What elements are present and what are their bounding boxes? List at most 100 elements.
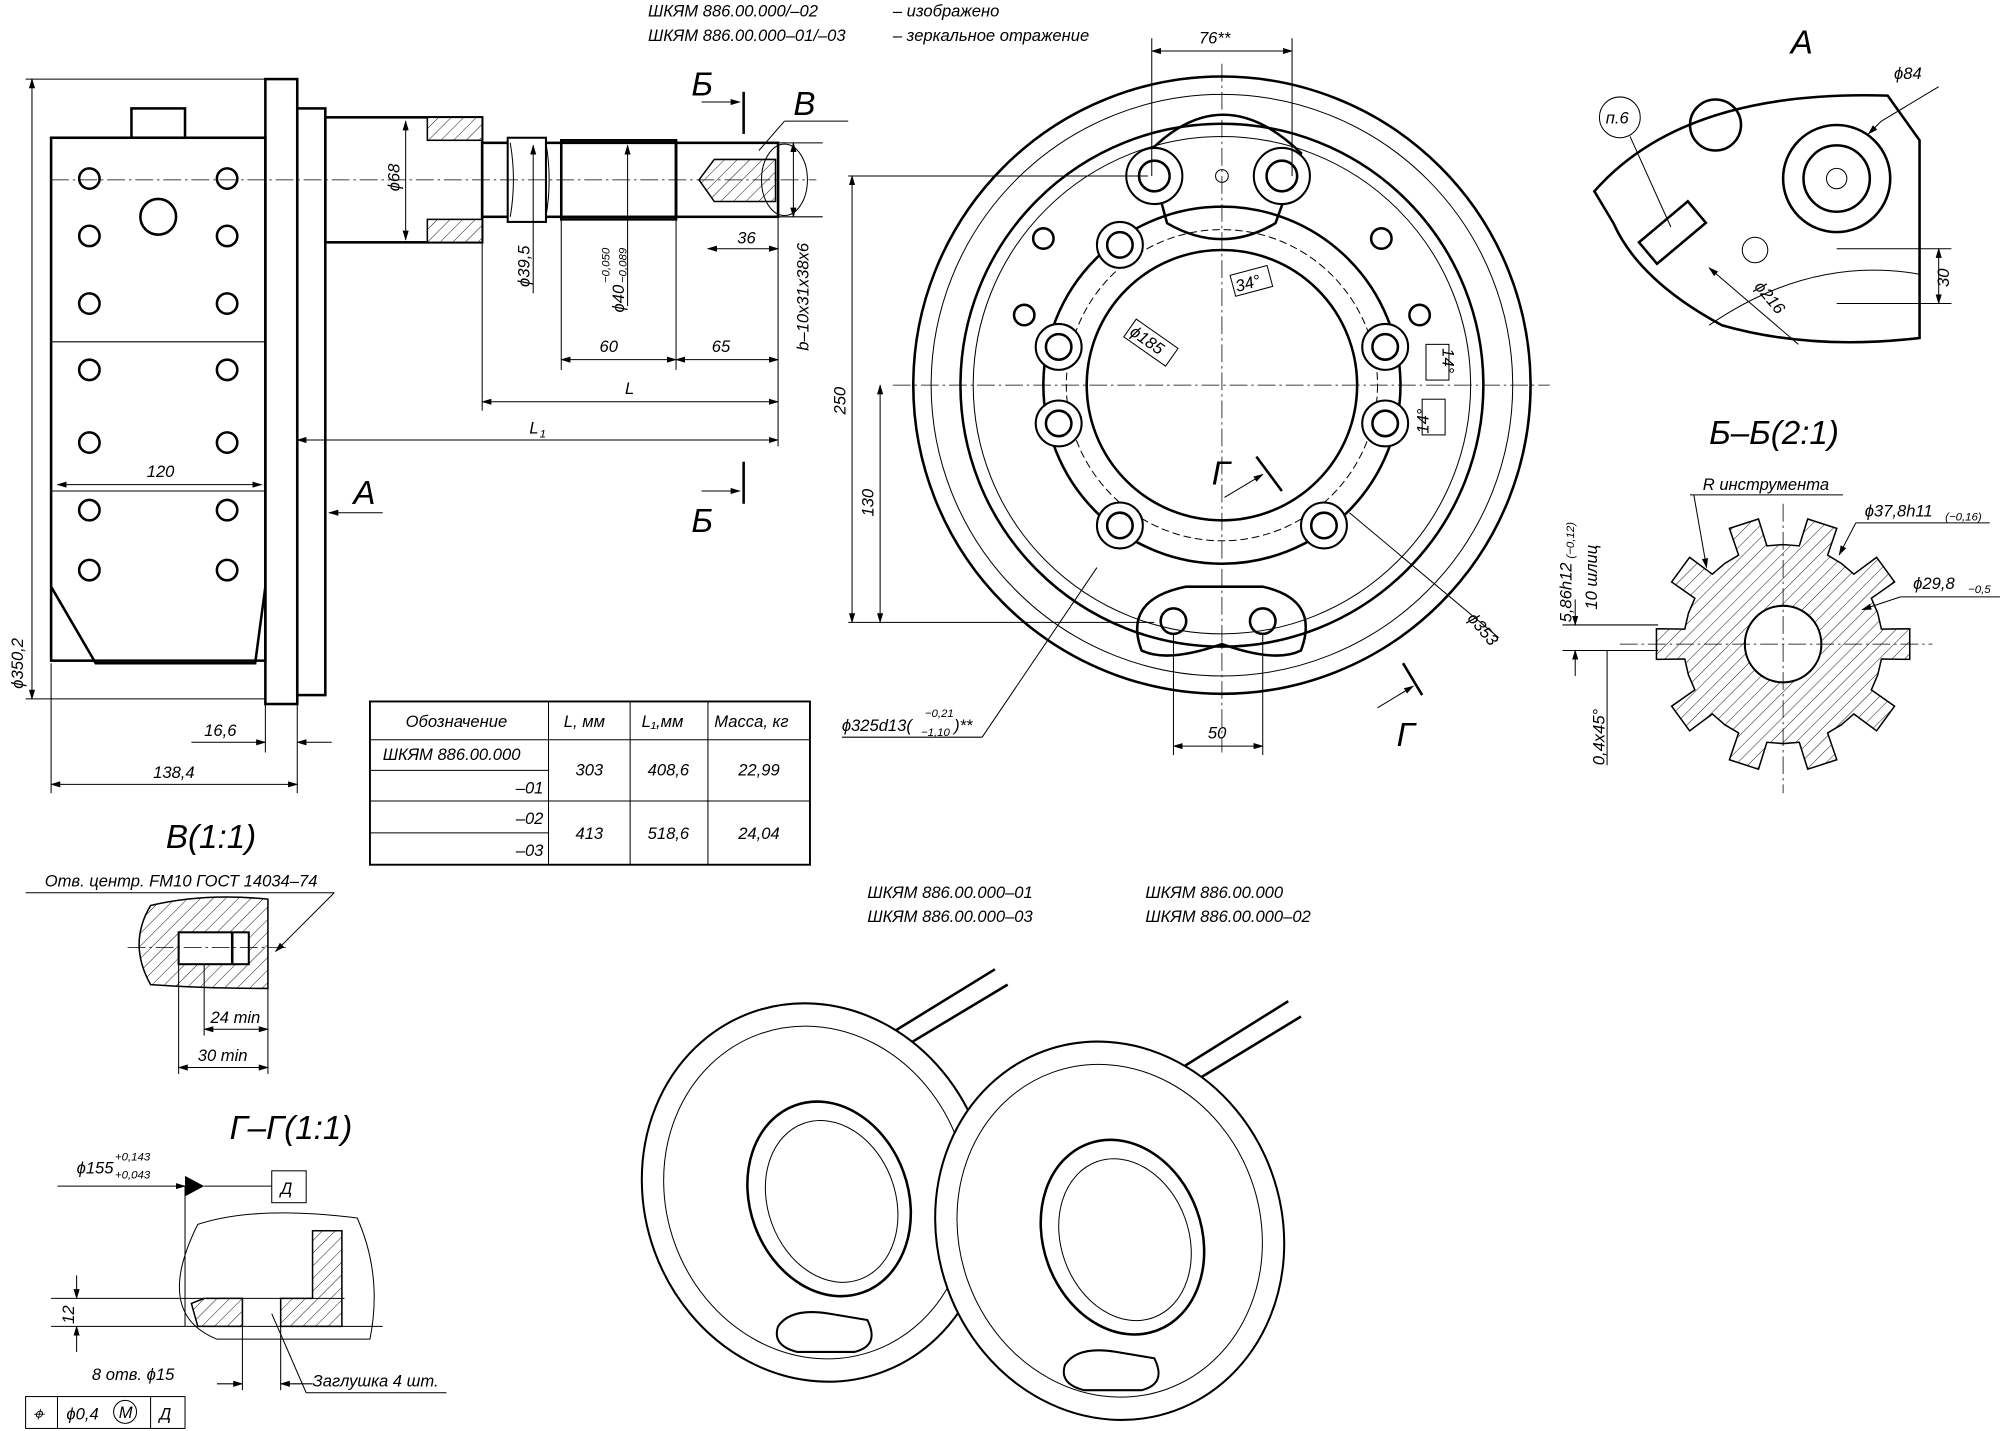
dim-d40: ϕ40 [609, 284, 628, 312]
section-g-mark-bottom: Г [1397, 717, 1418, 754]
dim-d155-lower: +0,043 [115, 1169, 151, 1181]
dim-d40-upper: −0,050 [601, 247, 613, 283]
mounting-hole [77, 558, 101, 582]
angle-34: 34° [1233, 271, 1262, 296]
mounting-hole [215, 224, 239, 248]
side-view: ϕ68 ϕ39,5 ϕ40 −0,050 −0,089 36 60 65 L L… [8, 67, 849, 794]
section-bb: Б–Б(2:1) R инструмента ϕ37,8h11 (−0,16) … [1556, 415, 2000, 794]
dim-d353: ϕ353 [1464, 609, 1503, 650]
dim-d325-tail: )** [952, 716, 973, 735]
dim-d84: ϕ84 [1894, 64, 1922, 83]
callout-p6: п.6 [1606, 109, 1630, 128]
dim-L1: L [529, 419, 538, 438]
mounting-hole [215, 558, 239, 582]
mounting-hole [215, 292, 239, 316]
bolt-hole [1105, 230, 1134, 259]
dim-d29-8-tol: −0,5 [1968, 584, 1991, 596]
bolt-hole [1044, 409, 1073, 438]
holes-label: 8 отв. ϕ15 [92, 1365, 175, 1384]
mounting-hole [215, 498, 239, 522]
mounting-hole [215, 358, 239, 382]
table-header-mass: Масса, кг [714, 712, 788, 731]
dim-d325-upper: −0,21 [925, 708, 954, 720]
section-bb-title: Б–Б(2:1) [1709, 415, 1839, 452]
mounting-hole [77, 224, 101, 248]
mounting-hole [77, 431, 101, 455]
iso-label-right-1: ШКЯМ 886.00.000 [1145, 883, 1283, 902]
front-view: 76** 250 130 ϕ185 34° 14° 14° Г Г ϕ353 ϕ… [831, 28, 1550, 756]
dim-76: 76** [1199, 28, 1231, 47]
dim-d350: ϕ350,2 [8, 638, 27, 689]
plug-label: Заглушка 4 шт. [313, 1371, 439, 1390]
section-gg: Г–Г(1:1) ϕ155 +0,143 +0,043 Д 12 8 отв. … [25, 1110, 447, 1429]
dim-30-min: 30 min [198, 1046, 248, 1065]
note-designation-1: ШКЯМ 886.00.000/–02 [648, 2, 818, 21]
dim-d68: ϕ68 [384, 163, 403, 191]
dim-50: 50 [1208, 723, 1227, 742]
dim-d39-5: ϕ39,5 [514, 245, 533, 287]
table-cell: 22,99 [737, 760, 780, 779]
anchor-link [1136, 585, 1308, 657]
tolerance-value: ϕ0,4 [66, 1405, 98, 1424]
header-notes: ШКЯМ 886.00.000/–02 – изображено ШКЯМ 88… [648, 2, 1089, 45]
section-b-mark-top: Б [691, 67, 713, 104]
dim-d40-lower: −0,089 [617, 247, 629, 283]
dim-L1-subscript: 1 [540, 428, 546, 440]
dim-d325-lower: −1,10 [921, 727, 951, 739]
anchor-hole [1012, 303, 1036, 327]
table-cell: ШКЯМ 886.00.000 [383, 745, 521, 764]
isometric-views: ШКЯМ 886.00.000–01 ШКЯМ 886.00.000–03 ШК… [640, 883, 1311, 1421]
dim-60: 60 [600, 337, 619, 356]
dim-30: 30 [1934, 268, 1953, 287]
bolt-hole [1371, 409, 1400, 438]
note-designation-2: ШКЯМ 886.00.000–01/–03 [648, 26, 846, 45]
detail-v: В(1:1) Отв. центр. FM10 ГОСТ 14034–74 24… [25, 819, 335, 1074]
table-cell: 408,6 [648, 760, 690, 779]
anchor-hole [1369, 227, 1393, 250]
dim-d29-8: ϕ29,8 [1913, 574, 1955, 593]
iso-label-left-2: ШКЯМ 886.00.000–03 [867, 907, 1033, 926]
bolt-boss [1095, 220, 1144, 269]
chamfer-label: 0,4x45° [1590, 708, 1609, 765]
dim-250: 250 [831, 386, 850, 415]
dim-5-86-tol: (−0,12) [1565, 522, 1577, 559]
mounting-hole [77, 358, 101, 382]
mounting-hole [77, 498, 101, 522]
dim-d155-upper: +0,143 [115, 1152, 151, 1164]
dim-d325: ϕ325d13( [842, 716, 914, 735]
dim-L: L [625, 379, 634, 398]
bolt-hole [1044, 332, 1073, 361]
table-cell: 413 [575, 824, 603, 843]
mounting-hole [77, 167, 101, 191]
bolt-hole [1371, 332, 1400, 361]
dim-24-min: 24 min [210, 1008, 261, 1027]
table-cell: 518,6 [648, 824, 690, 843]
bolt-boss [1299, 501, 1348, 550]
table-cell: –03 [515, 841, 544, 860]
plug-hole [139, 197, 178, 236]
detail-v-mark: В [793, 86, 815, 123]
view-a: А п.6 ϕ84 30 ϕ216 [1592, 25, 1953, 345]
iso-brake-right [934, 1000, 1302, 1421]
dim-spline: b–10x31x38x6 [794, 242, 813, 351]
bolt-boss [1361, 399, 1410, 448]
iso-label-right-2: ШКЯМ 886.00.000–02 [1145, 907, 1310, 926]
view-a-mark: А [351, 475, 375, 512]
note-text-1: – изображено [892, 2, 1000, 21]
angle-14-upper: 14° [1439, 348, 1458, 373]
view-a-title: А [1789, 25, 1813, 62]
tolerance-modifier: M [119, 1403, 133, 1422]
dim-16-6: 16,6 [204, 721, 237, 740]
section-b-mark-bottom: Б [691, 503, 713, 540]
position-symbol-icon: ⌖ [32, 1404, 45, 1426]
table-cell: 303 [575, 760, 603, 779]
note-text-2: – зеркальное отражение [892, 26, 1089, 45]
flange [264, 77, 299, 706]
dim-36: 36 [737, 229, 756, 248]
section-gg-title: Г–Г(1:1) [230, 1110, 353, 1147]
center-hole-note: Отв. центр. FM10 ГОСТ 14034–74 [45, 871, 318, 890]
bolt-hole [1309, 511, 1338, 540]
variants-table: Обозначение L, мм L₁,мм Масса, кг ШКЯМ 8… [368, 700, 811, 866]
table-header-L: L, мм [564, 712, 606, 731]
